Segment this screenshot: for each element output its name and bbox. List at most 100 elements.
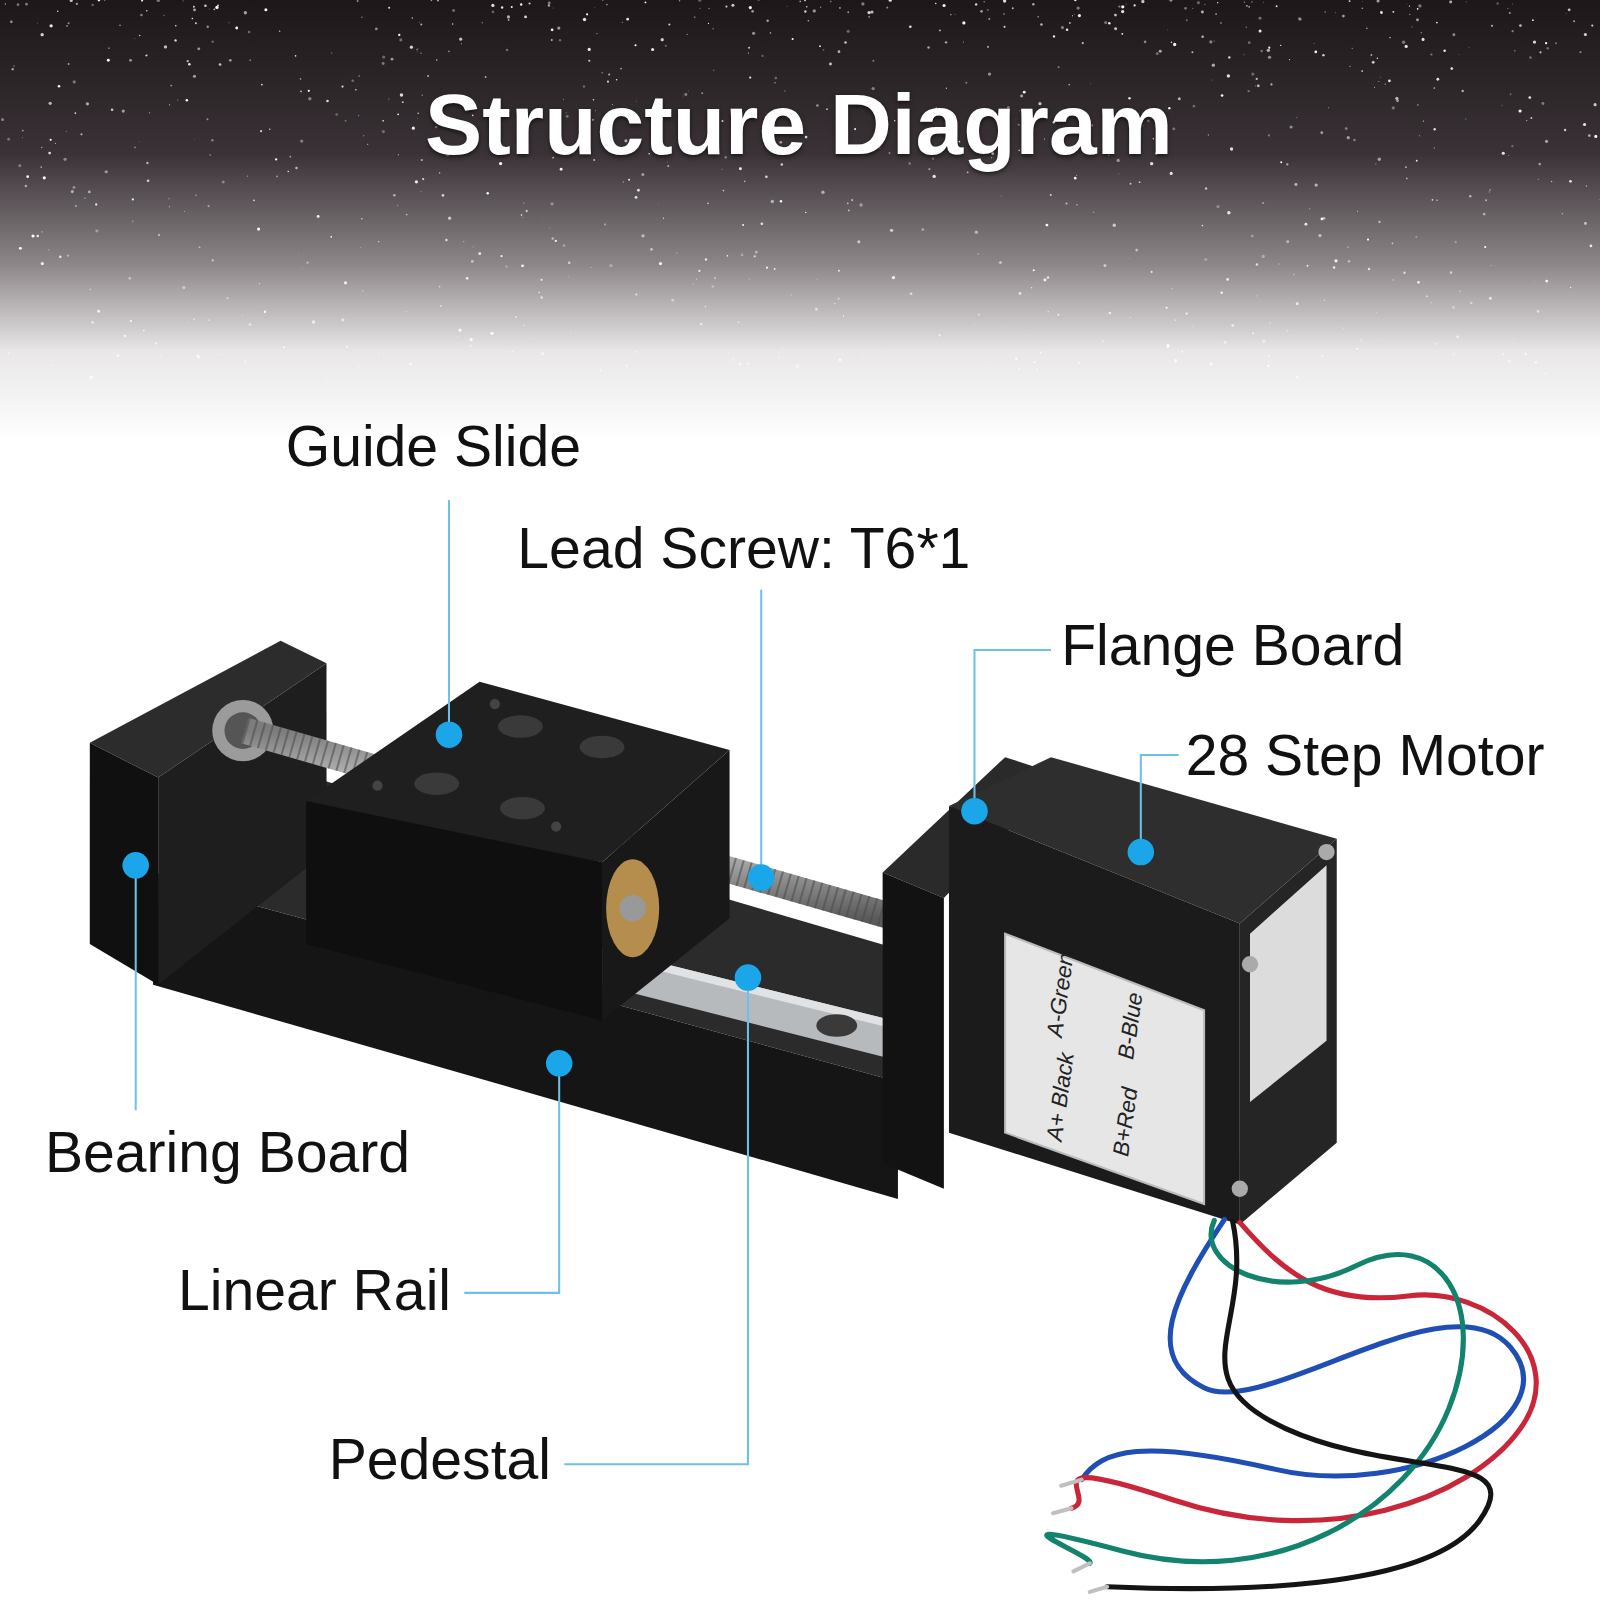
- star: [317, 215, 320, 218]
- star: [1484, 246, 1486, 248]
- star: [886, 7, 888, 9]
- star: [1366, 28, 1368, 30]
- star: [804, 10, 806, 12]
- star: [570, 331, 572, 333]
- star: [862, 358, 863, 359]
- star: [1053, 35, 1055, 37]
- star: [197, 47, 200, 50]
- star: [86, 102, 89, 105]
- star: [1262, 340, 1265, 343]
- star: [247, 175, 248, 176]
- star: [1033, 269, 1035, 271]
- star: [1465, 1, 1467, 3]
- star: [344, 281, 347, 284]
- star: [1534, 280, 1536, 282]
- star: [1226, 278, 1229, 281]
- star: [748, 278, 750, 280]
- star: [1453, 353, 1455, 355]
- star: [1562, 213, 1563, 214]
- star: [1184, 7, 1187, 10]
- callout-dot: [748, 864, 775, 891]
- star: [1286, 163, 1288, 165]
- star: [184, 210, 186, 212]
- star: [1594, 135, 1597, 138]
- star: [594, 6, 596, 8]
- star: [549, 227, 550, 228]
- star: [1078, 14, 1081, 17]
- star: [463, 241, 465, 243]
- star: [541, 220, 543, 222]
- star: [1379, 76, 1381, 78]
- star: [486, 192, 488, 194]
- star: [84, 198, 85, 199]
- star: [1248, 6, 1250, 8]
- star: [88, 191, 91, 194]
- star: [104, 0, 105, 1]
- star: [248, 323, 251, 326]
- star: [250, 60, 251, 61]
- star: [1076, 204, 1077, 205]
- star: [870, 10, 873, 13]
- star: [1102, 340, 1104, 342]
- star: [705, 306, 706, 307]
- star: [41, 147, 43, 149]
- star: [1227, 211, 1230, 214]
- star: [1121, 10, 1124, 13]
- star: [859, 203, 862, 206]
- star: [978, 314, 979, 315]
- star: [1347, 136, 1350, 139]
- nut-bore: [619, 895, 646, 922]
- star: [196, 354, 199, 357]
- star: [375, 28, 378, 31]
- star: [1415, 236, 1417, 238]
- star: [782, 348, 784, 350]
- star: [308, 97, 311, 100]
- callout-dot: [961, 798, 988, 825]
- star: [1072, 15, 1073, 16]
- star: [458, 329, 461, 332]
- star: [195, 22, 197, 24]
- star: [813, 9, 816, 12]
- star: [641, 173, 644, 176]
- star: [804, 0, 806, 1]
- star: [1491, 25, 1493, 27]
- star: [70, 0, 73, 2]
- star: [163, 15, 164, 16]
- star: [1417, 8, 1419, 10]
- star: [55, 143, 56, 144]
- star: [357, 0, 359, 2]
- star: [1528, 96, 1531, 99]
- star: [839, 358, 842, 361]
- star: [492, 11, 495, 14]
- star: [557, 27, 560, 30]
- star: [1544, 372, 1547, 375]
- star: [967, 171, 969, 173]
- star: [1019, 292, 1022, 295]
- star: [283, 346, 285, 348]
- star: [264, 311, 266, 313]
- star: [1247, 90, 1249, 92]
- star: [1422, 38, 1425, 41]
- star: [382, 56, 385, 59]
- star: [1220, 292, 1222, 294]
- star: [1033, 361, 1035, 363]
- star: [1268, 56, 1271, 59]
- star: [41, 231, 43, 233]
- star: [886, 349, 887, 350]
- star: [983, 1, 985, 3]
- star: [1352, 48, 1353, 49]
- star: [974, 324, 976, 326]
- star: [345, 120, 347, 122]
- star: [1267, 49, 1270, 52]
- star: [149, 112, 150, 113]
- star: [950, 14, 951, 15]
- star: [512, 351, 513, 352]
- star: [1315, 184, 1318, 187]
- star: [40, 33, 43, 36]
- star: [1378, 221, 1380, 223]
- star: [40, 166, 42, 168]
- star: [1130, 317, 1131, 318]
- star: [1078, 362, 1080, 364]
- star: [1289, 59, 1290, 60]
- star: [448, 50, 450, 52]
